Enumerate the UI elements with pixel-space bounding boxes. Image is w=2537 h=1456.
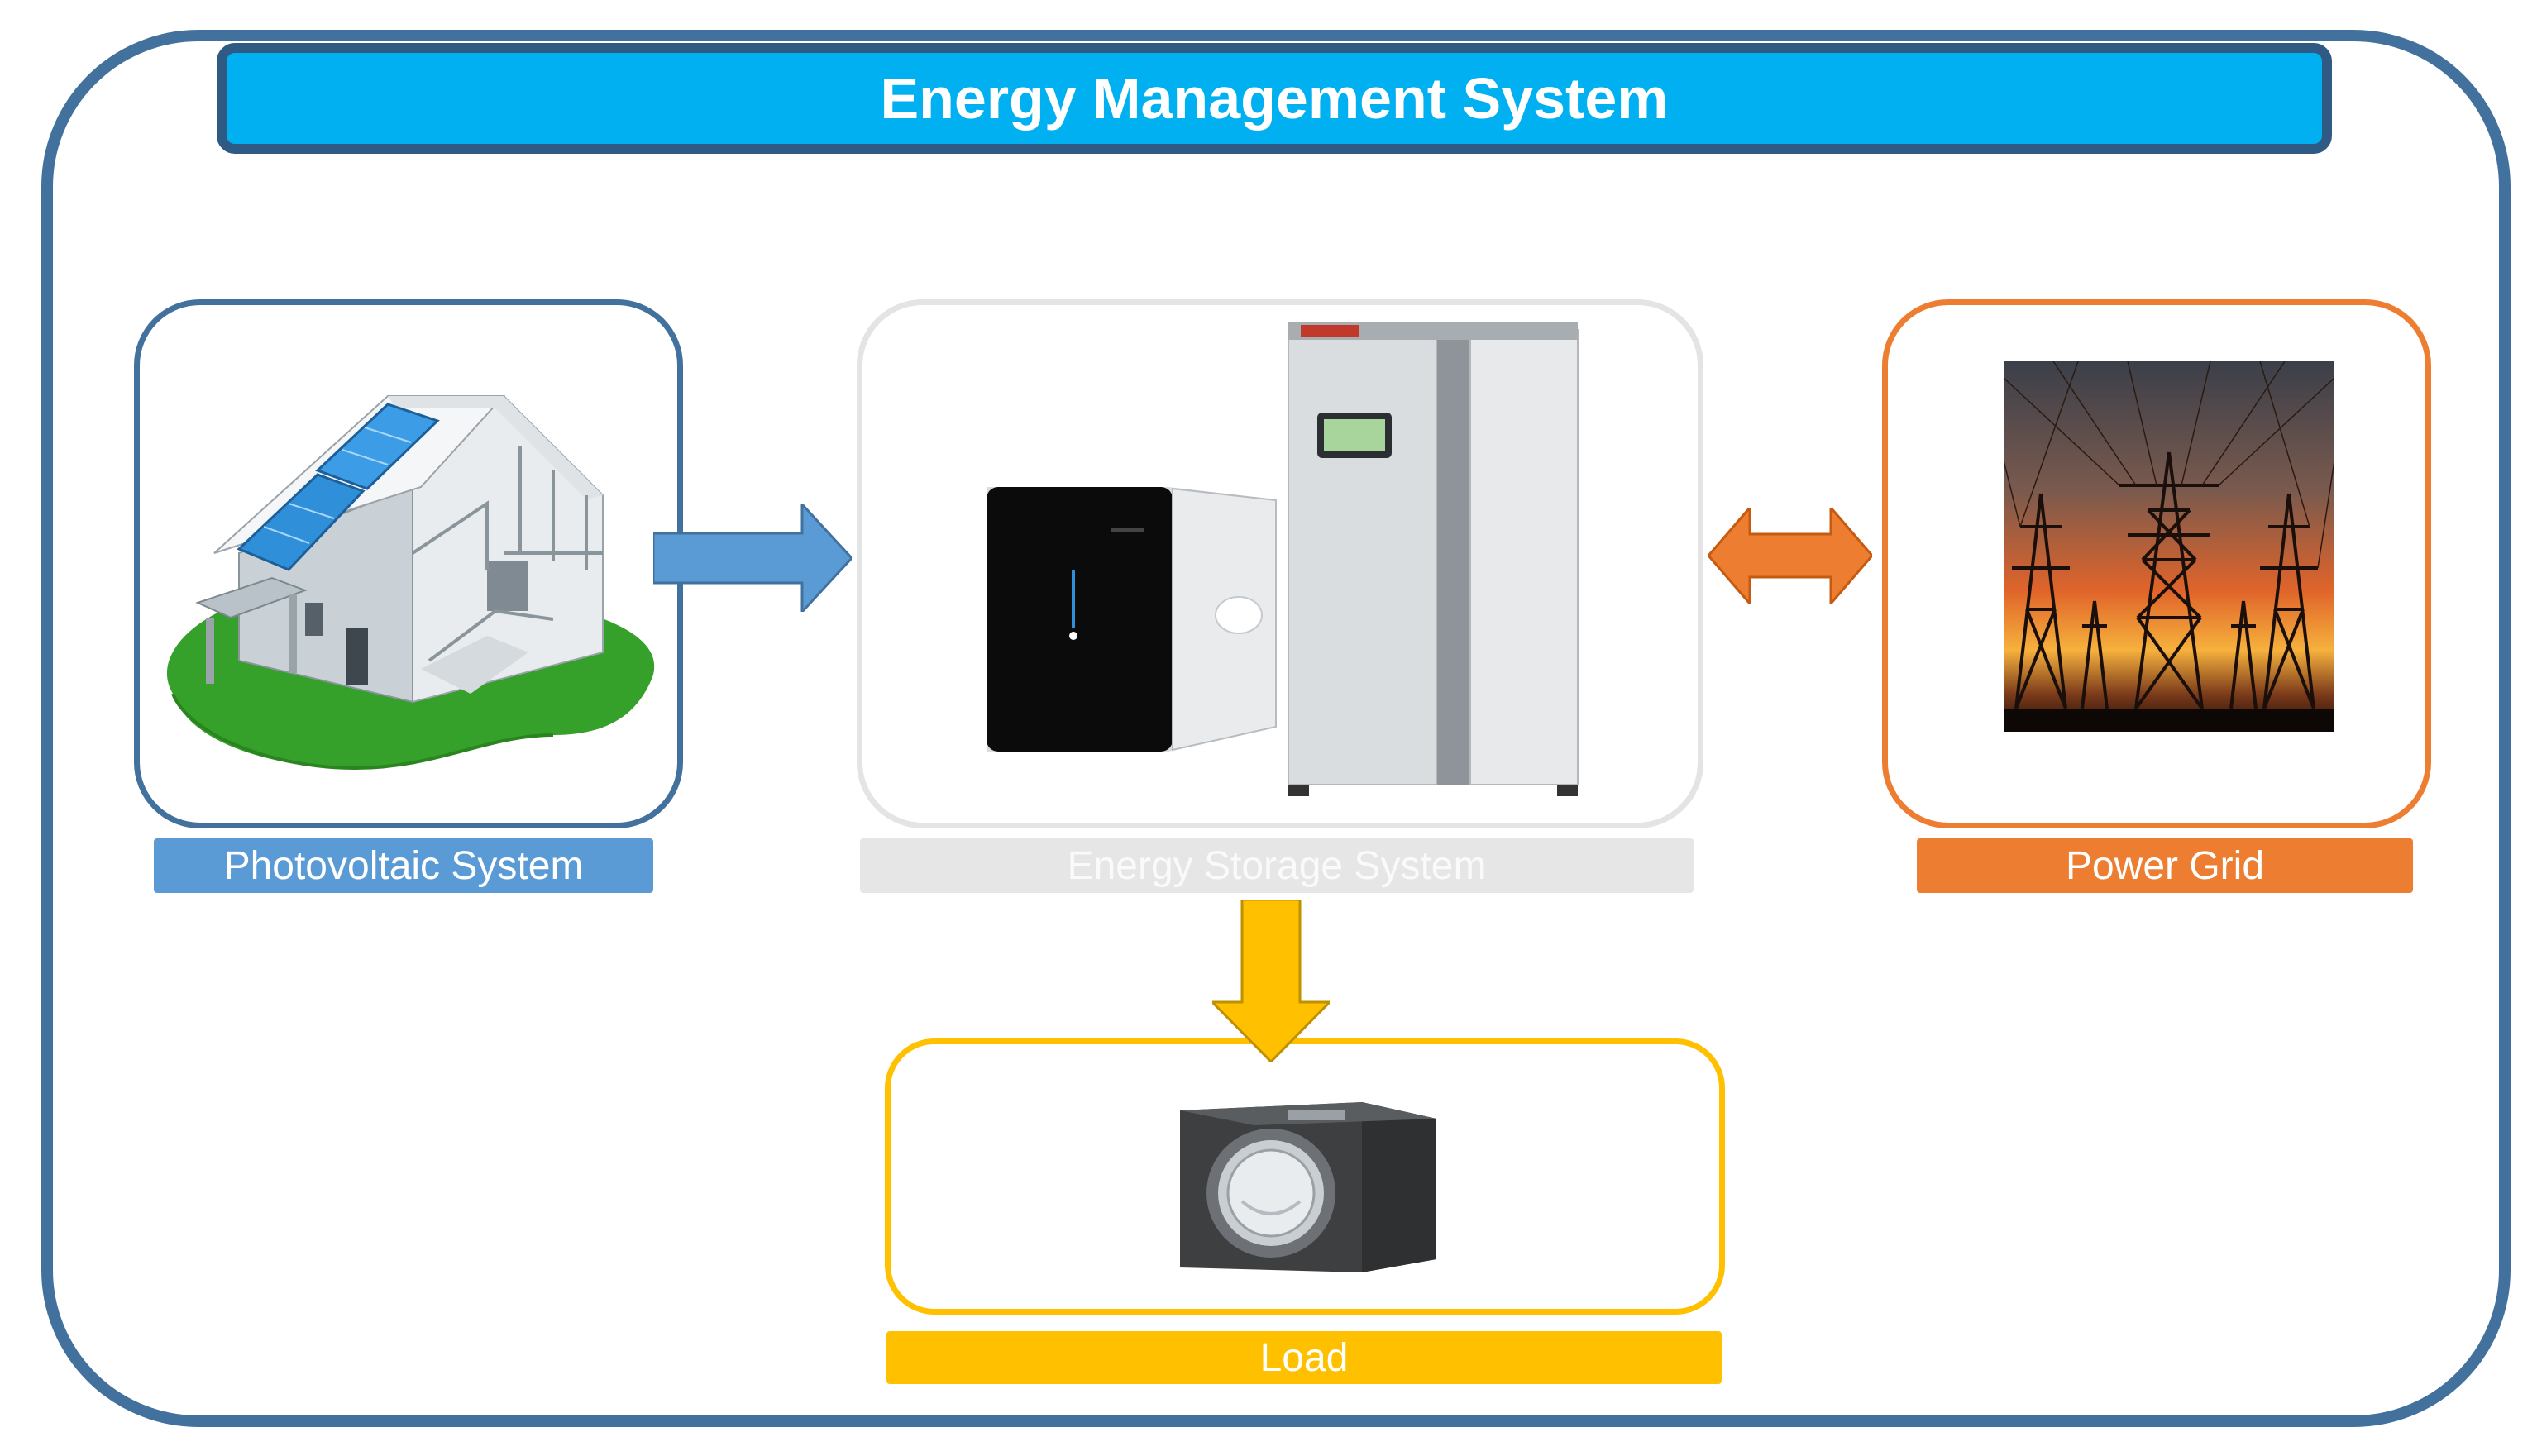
diagram-title: Energy Management System: [880, 66, 1669, 131]
grid-panel: [1882, 299, 2431, 828]
pv-panel: [134, 299, 683, 828]
power-tower-icon: [2004, 361, 2334, 732]
solar-house-icon: [166, 394, 655, 771]
load-label: Load: [886, 1331, 1722, 1384]
diagram-title-bar: Energy Management System: [217, 43, 2332, 154]
storage-panel: [857, 299, 1703, 828]
load-panel: [885, 1038, 1725, 1315]
pv-to-storage-arrow: [653, 504, 852, 612]
storage-label: Energy Storage System: [860, 838, 1694, 893]
pv-label: Photovoltaic System: [154, 838, 653, 893]
storage-grid-double-arrow: [1708, 508, 1872, 604]
grid-label: Power Grid: [1917, 838, 2413, 893]
battery-cabinet-icon: [987, 322, 1579, 796]
diagram-frame: [41, 30, 2511, 1427]
washing-machine-icon: [1180, 1102, 1436, 1272]
storage-to-load-arrow: [1212, 900, 1330, 1062]
